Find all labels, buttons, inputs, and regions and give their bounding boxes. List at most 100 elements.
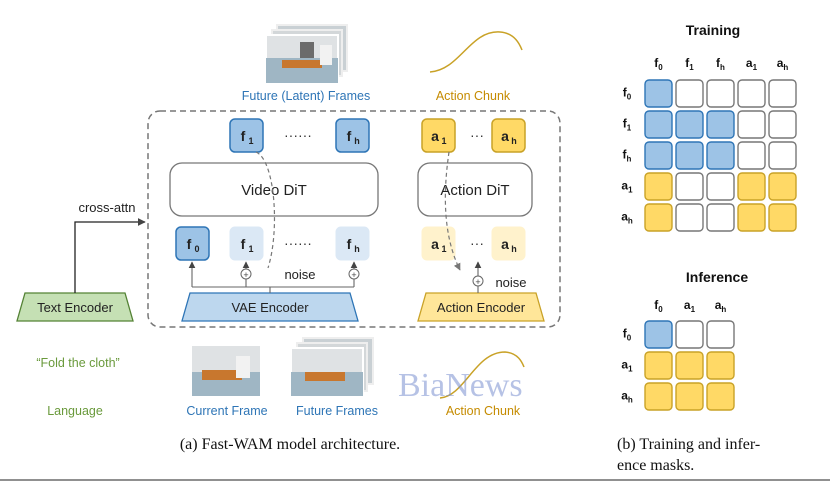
training-mask-cell xyxy=(706,141,735,170)
training-mask-cell xyxy=(768,141,797,170)
prompt-text: “Fold the cloth” xyxy=(36,356,119,370)
language-label: Language xyxy=(47,404,103,418)
training-mask-cell xyxy=(768,203,797,232)
training-row-f0: f0 xyxy=(623,86,632,102)
training-row-fh: fh xyxy=(623,148,632,164)
action-dit-label: Action DiT xyxy=(440,182,509,199)
inference-row-f0: f0 xyxy=(623,327,632,343)
training-mask-cell xyxy=(675,172,704,201)
inference-column-headers: f0 a1 ah xyxy=(654,298,726,314)
inference-title: Inference xyxy=(686,269,748,285)
token-fh-top: f h xyxy=(335,118,370,153)
ellipsis-action-top: ··· xyxy=(470,127,484,143)
inference-row-ah: ah xyxy=(621,389,633,405)
inference-mask-cell xyxy=(644,320,673,349)
svg-text:h: h xyxy=(354,244,360,254)
inference-mask-cell xyxy=(706,320,735,349)
svg-text:1: 1 xyxy=(441,136,446,146)
ellipsis-action-bottom: ··· xyxy=(470,235,484,251)
svg-text:1: 1 xyxy=(248,136,253,146)
training-mask-cell xyxy=(644,203,673,232)
inference-mask-cell xyxy=(675,382,704,411)
svg-text:h: h xyxy=(511,136,517,146)
training-col-f1: f1 xyxy=(685,56,694,72)
svg-text:a: a xyxy=(501,236,509,252)
svg-text:a: a xyxy=(431,236,439,252)
training-mask-cell xyxy=(768,110,797,139)
training-mask-cell xyxy=(706,203,735,232)
training-mask-cell xyxy=(706,79,735,108)
training-mask-cell xyxy=(644,110,673,139)
training-mask-cell xyxy=(644,141,673,170)
current-frame-label: Current Frame xyxy=(186,404,267,418)
future-latent-frames-label: Future (Latent) Frames xyxy=(242,89,371,103)
noise-label-video: noise xyxy=(284,267,315,282)
inference-mask-cell xyxy=(706,382,735,411)
training-mask-cell xyxy=(737,79,766,108)
inference-col-f0: f0 xyxy=(654,298,663,314)
masks-caption-line2: ence masks. xyxy=(617,457,694,474)
token-fh-bottom: f h xyxy=(335,226,370,261)
noise-add-action: + xyxy=(472,275,484,287)
training-row-f1: f1 xyxy=(623,117,632,133)
token-f1-bottom: f 1 xyxy=(229,226,264,261)
svg-text:f: f xyxy=(187,236,192,252)
vae-to-token-arrows xyxy=(188,261,358,293)
training-mask-cell xyxy=(737,110,766,139)
training-mask-cell xyxy=(675,110,704,139)
watermark: BiaNews xyxy=(398,367,523,404)
training-mask-cell xyxy=(768,172,797,201)
architecture-caption: (a) Fast-WAM model architecture. xyxy=(180,436,400,453)
future-latent-frames-image xyxy=(265,24,348,84)
action-denoise-loop xyxy=(444,151,461,271)
action-encoder-block xyxy=(417,292,545,322)
inference-col-a1: a1 xyxy=(684,298,696,314)
training-col-f0: f0 xyxy=(654,56,663,72)
svg-text:a: a xyxy=(431,128,439,144)
training-mask-cell xyxy=(644,79,673,108)
inference-col-ah: ah xyxy=(715,298,727,314)
training-mask-cell xyxy=(675,141,704,170)
inference-mask-cell xyxy=(706,351,735,380)
training-mask-cell xyxy=(706,110,735,139)
svg-text:+: + xyxy=(475,277,480,287)
training-mask-cell xyxy=(737,172,766,201)
training-mask-cell xyxy=(675,79,704,108)
training-col-fh: fh xyxy=(716,56,725,72)
svg-text:0: 0 xyxy=(194,244,199,254)
training-row-a1: a1 xyxy=(621,179,633,195)
training-mask-cell xyxy=(737,141,766,170)
svg-text:h: h xyxy=(354,136,360,146)
svg-text:+: + xyxy=(351,270,356,280)
action-chunk-bottom-label: Action Chunk xyxy=(446,404,521,418)
token-f0-bottom: f 0 xyxy=(175,226,210,261)
training-mask-cell xyxy=(706,172,735,201)
action-chunk-curve-bottom xyxy=(439,351,525,399)
svg-text:f: f xyxy=(241,128,246,144)
svg-text:h: h xyxy=(511,244,517,254)
token-ah-top: a h xyxy=(491,118,526,153)
inference-mask-cell xyxy=(644,382,673,411)
cross-attn-label: cross-attn xyxy=(78,200,135,215)
noise-add-f1: + xyxy=(240,268,252,280)
svg-text:a: a xyxy=(501,128,509,144)
svg-text:1: 1 xyxy=(441,244,446,254)
inference-row-a1: a1 xyxy=(621,358,633,374)
training-mask-cell xyxy=(644,172,673,201)
cross-attn-arrow xyxy=(74,218,146,293)
training-mask-grid xyxy=(644,79,797,232)
svg-text:f: f xyxy=(241,236,246,252)
noise-label-action: noise xyxy=(495,275,526,290)
svg-text:1: 1 xyxy=(248,244,253,254)
training-mask-cell xyxy=(675,203,704,232)
token-a1-bottom: a 1 xyxy=(421,226,456,261)
action-encoder-label: Action Encoder xyxy=(437,300,526,315)
video-dit-label: Video DiT xyxy=(241,182,307,199)
vae-encoder-label: VAE Encoder xyxy=(231,300,309,315)
ellipsis-video-bottom: ······ xyxy=(284,235,312,251)
text-encoder-block xyxy=(16,292,134,322)
svg-text:f: f xyxy=(347,236,352,252)
